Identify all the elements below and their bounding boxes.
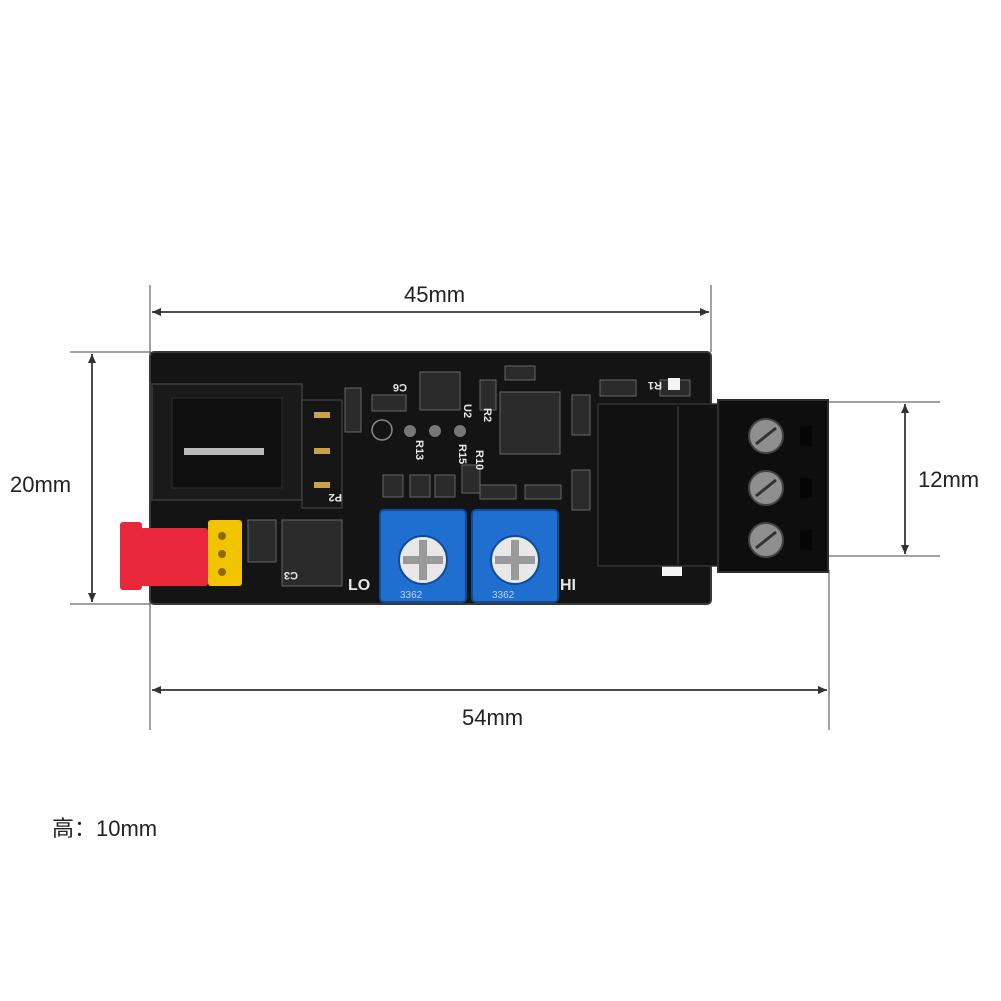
trimmer-hi bbox=[471, 509, 559, 603]
led-indicator bbox=[662, 566, 682, 576]
silk-u2: U2 bbox=[461, 404, 473, 418]
silk-p2: P2 bbox=[329, 491, 342, 503]
silk-r13: R13 bbox=[413, 440, 425, 460]
smd-components bbox=[247, 365, 691, 587]
silk-r1: R1 bbox=[648, 379, 662, 391]
silk-r2: R2 bbox=[481, 408, 493, 422]
silk-hi: HI bbox=[560, 577, 576, 594]
silkscreen: LO HI C6 U2 C3 R2 R13 R15 R10 P2 R1 3362… bbox=[284, 379, 662, 601]
silk-c6: C6 bbox=[393, 381, 407, 393]
relay-block bbox=[597, 403, 719, 567]
via-pad bbox=[454, 425, 466, 437]
jumper-block bbox=[120, 520, 242, 590]
silk-lo: LO bbox=[348, 577, 370, 594]
mounting-circle bbox=[371, 419, 393, 441]
label-height-note: 高：10mm bbox=[52, 816, 158, 841]
via-pad bbox=[404, 425, 416, 437]
silk-trim-code-2: 3362 bbox=[492, 590, 515, 601]
label-width-54: 54mm bbox=[462, 705, 524, 730]
led-indicator bbox=[668, 378, 680, 390]
label-height-20: 20mm bbox=[10, 472, 72, 497]
silk-r15: R15 bbox=[456, 444, 468, 464]
via-pad bbox=[429, 425, 441, 437]
fan-connector bbox=[151, 383, 343, 509]
screw-terminal bbox=[717, 399, 829, 573]
trimmer-lo bbox=[379, 509, 467, 603]
silk-trim-code-1: 3362 bbox=[400, 590, 423, 601]
silk-c3: C3 bbox=[284, 569, 298, 581]
label-width-45: 45mm bbox=[404, 282, 466, 307]
silk-r10: R10 bbox=[473, 450, 485, 470]
label-height-12: 12mm bbox=[918, 467, 980, 492]
